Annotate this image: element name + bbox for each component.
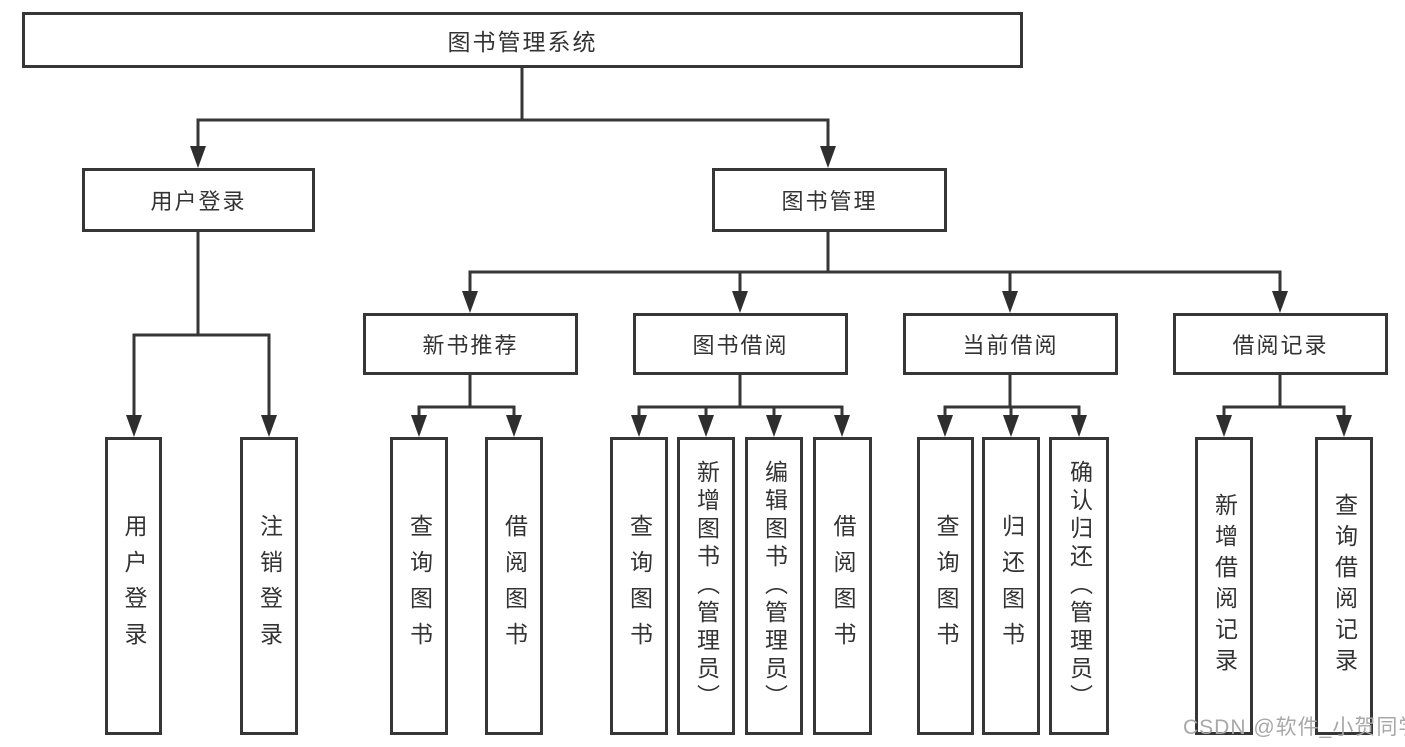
node-current-borrowing: 当前借阅 bbox=[903, 313, 1118, 375]
node-user-login: 用户登录 bbox=[82, 168, 315, 232]
node-current-borrowing-label: 当前借阅 bbox=[962, 333, 1059, 358]
leaf-query-borrow-record-label: 查询借阅记录 bbox=[1331, 493, 1358, 679]
leaf-add-books-admin-label: 新增图书（管理员） bbox=[693, 460, 720, 712]
leaf-confirm-return-admin-label: 确认归还（管理员） bbox=[1066, 460, 1093, 712]
node-borrowing-records-label: 借阅记录 bbox=[1232, 333, 1329, 358]
node-book-management: 图书管理 bbox=[712, 168, 947, 232]
leaf-borrow-books-recommend-label: 借阅图书 bbox=[501, 514, 528, 658]
leaf-user-login-label: 用户登录 bbox=[121, 514, 147, 658]
node-book-borrowing-label: 图书借阅 bbox=[692, 333, 789, 358]
leaf-query-books-recommend-label: 查询图书 bbox=[406, 514, 433, 658]
node-root-label: 图书管理系统 bbox=[447, 29, 598, 55]
leaf-add-borrow-record: 新增借阅记录 bbox=[1195, 437, 1253, 735]
leaf-confirm-return-admin: 确认归还（管理员） bbox=[1049, 437, 1109, 735]
leaf-edit-books-admin-label: 编辑图书（管理员） bbox=[761, 460, 788, 712]
leaf-borrow-books-recommend: 借阅图书 bbox=[485, 437, 543, 735]
node-user-login-label: 用户登录 bbox=[150, 189, 247, 214]
leaf-query-books-borrowing: 查询图书 bbox=[610, 437, 668, 735]
leaf-edit-books-admin: 编辑图书（管理员） bbox=[745, 437, 803, 735]
leaf-borrow-books-borrowing-label: 借阅图书 bbox=[830, 514, 856, 658]
leaf-query-books-current-label: 查询图书 bbox=[933, 514, 959, 658]
leaf-query-books-current: 查询图书 bbox=[917, 437, 974, 735]
leaf-query-books-recommend: 查询图书 bbox=[390, 437, 448, 735]
node-new-book-recommend-label: 新书推荐 bbox=[422, 333, 519, 358]
node-root: 图书管理系统 bbox=[22, 12, 1023, 68]
leaf-return-books-label: 归还图书 bbox=[998, 514, 1025, 658]
node-new-book-recommend: 新书推荐 bbox=[363, 313, 578, 375]
leaf-add-borrow-record-label: 新增借阅记录 bbox=[1211, 493, 1238, 679]
node-book-management-label: 图书管理 bbox=[781, 189, 878, 214]
leaf-logout-label: 注销登录 bbox=[256, 514, 283, 658]
leaf-user-login: 用户登录 bbox=[105, 437, 162, 735]
leaf-return-books: 归还图书 bbox=[982, 437, 1040, 735]
leaf-logout: 注销登录 bbox=[240, 437, 298, 735]
leaf-query-books-borrowing-label: 查询图书 bbox=[626, 514, 653, 658]
leaf-query-borrow-record: 查询借阅记录 bbox=[1315, 437, 1373, 735]
leaf-borrow-books-borrowing: 借阅图书 bbox=[813, 437, 872, 735]
node-borrowing-records: 借阅记录 bbox=[1173, 313, 1388, 375]
csdn-watermark: CSDN @软件_小贺同学 bbox=[1183, 716, 1405, 739]
leaf-add-books-admin: 新增图书（管理员） bbox=[677, 437, 735, 735]
node-book-borrowing: 图书借阅 bbox=[633, 313, 848, 375]
